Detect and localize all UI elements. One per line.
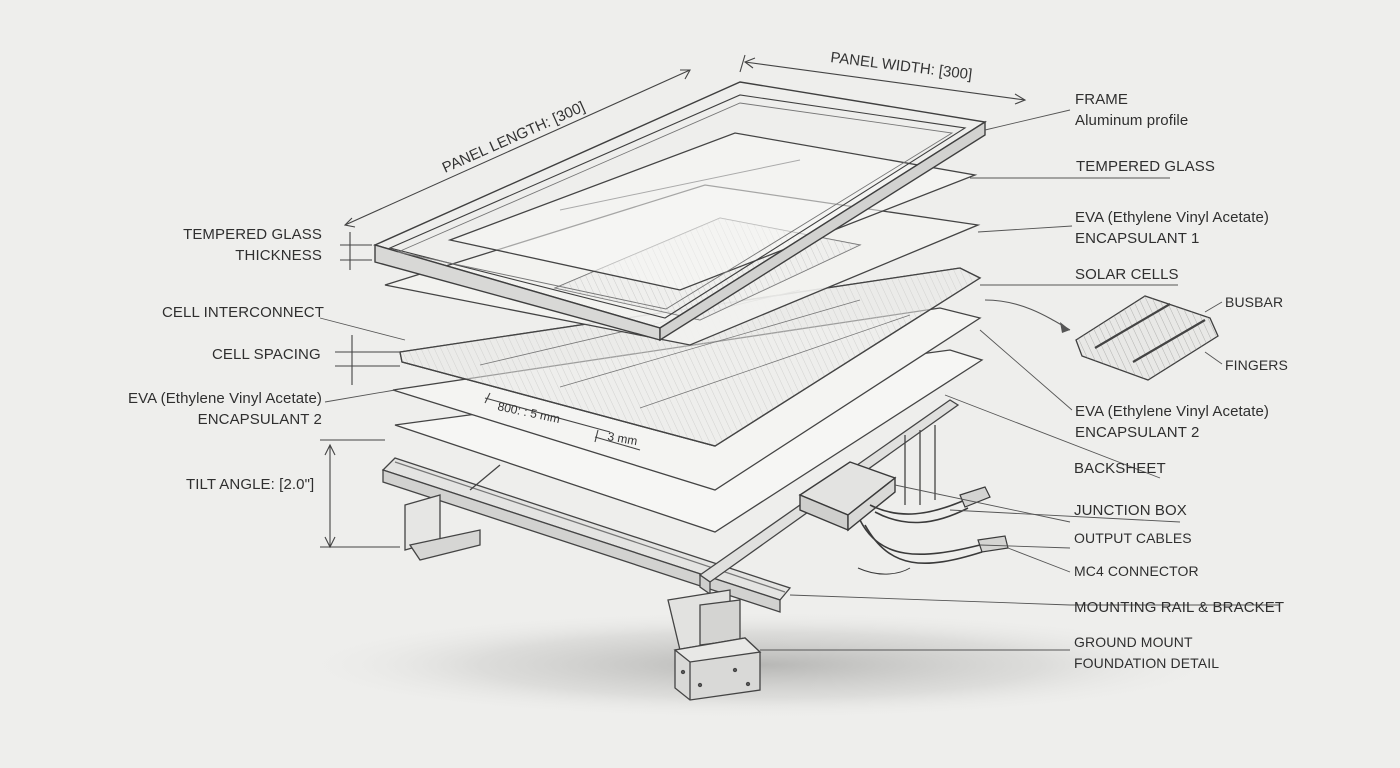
aluminum-frame [372,81,987,342]
label-line: EVA (Ethylene Vinyl Acetate) [1075,403,1270,420]
cell-interconnect-label: CELL INTERCONNECT [162,304,324,321]
mc4-connector [959,486,1009,553]
label-line: TEMPERED GLASS [183,226,322,243]
tempered-glass-thickness-label: TEMPERED GLASS THICKNESS [150,224,322,266]
label-line: FOUNDATION DETAIL [1074,655,1220,671]
mounting-rail-and-bracket [381,399,960,651]
tempered-glass-label: TEMPERED GLASS [1076,158,1215,175]
label-line: ENCAPSULANT 2 [197,411,322,428]
cell-spacing-label: CELL SPACING [212,346,321,363]
tempered-glass-layer [447,132,978,291]
fingers-label: FINGERS [1225,357,1288,373]
dimension-lines [320,54,1027,549]
eva-encapsulant-2-left-label: EVA (Ethylene Vinyl Acetate) ENCAPSULANT… [100,388,322,430]
solar-cell-detail [984,295,1219,381]
cell-spacing-3mm-dimension: 3 mm [606,429,638,448]
panel-width-dimension: PANEL WIDTH: [300] [830,49,974,83]
label-line: Aluminum profile [1075,112,1189,129]
label-line: FRAME [1075,91,1128,108]
tilt-angle-label: TILT ANGLE: [2.0"] [186,476,315,493]
eva-encapsulant-1-label: EVA (Ethylene Vinyl Acetate) ENCAPSULANT… [1075,207,1269,249]
mounting-rail-bracket-label: MOUNTING RAIL & BRACKET [1074,599,1285,616]
backsheet-label: BACKSHEET [1074,460,1166,477]
frame-label: FRAME Aluminum profile [1075,89,1188,131]
junction-box [798,461,897,532]
label-line: GROUND MOUNT [1074,634,1193,650]
mc4-connector-label: MC4 CONNECTOR [1074,563,1199,579]
output-cables [857,499,983,575]
busbar-label: BUSBAR [1225,294,1284,310]
eva-encapsulant-2-right-label: EVA (Ethylene Vinyl Acetate) ENCAPSULANT… [1075,401,1269,443]
junction-box-label: JUNCTION BOX [1074,502,1187,519]
label-line: EVA (Ethylene Vinyl Acetate) [1075,209,1270,226]
label-line: ENCAPSULANT 1 [1075,230,1200,247]
label-line: THICKNESS [235,247,322,264]
leader-lines [319,109,1280,651]
label-line: ENCAPSULANT 2 [1075,424,1200,441]
solar-cells-label: SOLAR CELLS [1075,266,1179,283]
ground-mount-foundation [673,637,762,701]
panel-length-dimension: PANEL LENGTH: [300] [440,98,588,176]
output-cables-label: OUTPUT CABLES [1074,530,1192,546]
label-line: EVA (Ethylene Vinyl Acetate) [127,390,322,407]
ground-mount-foundation-label: GROUND MOUNT FOUNDATION DETAIL [1074,632,1219,674]
